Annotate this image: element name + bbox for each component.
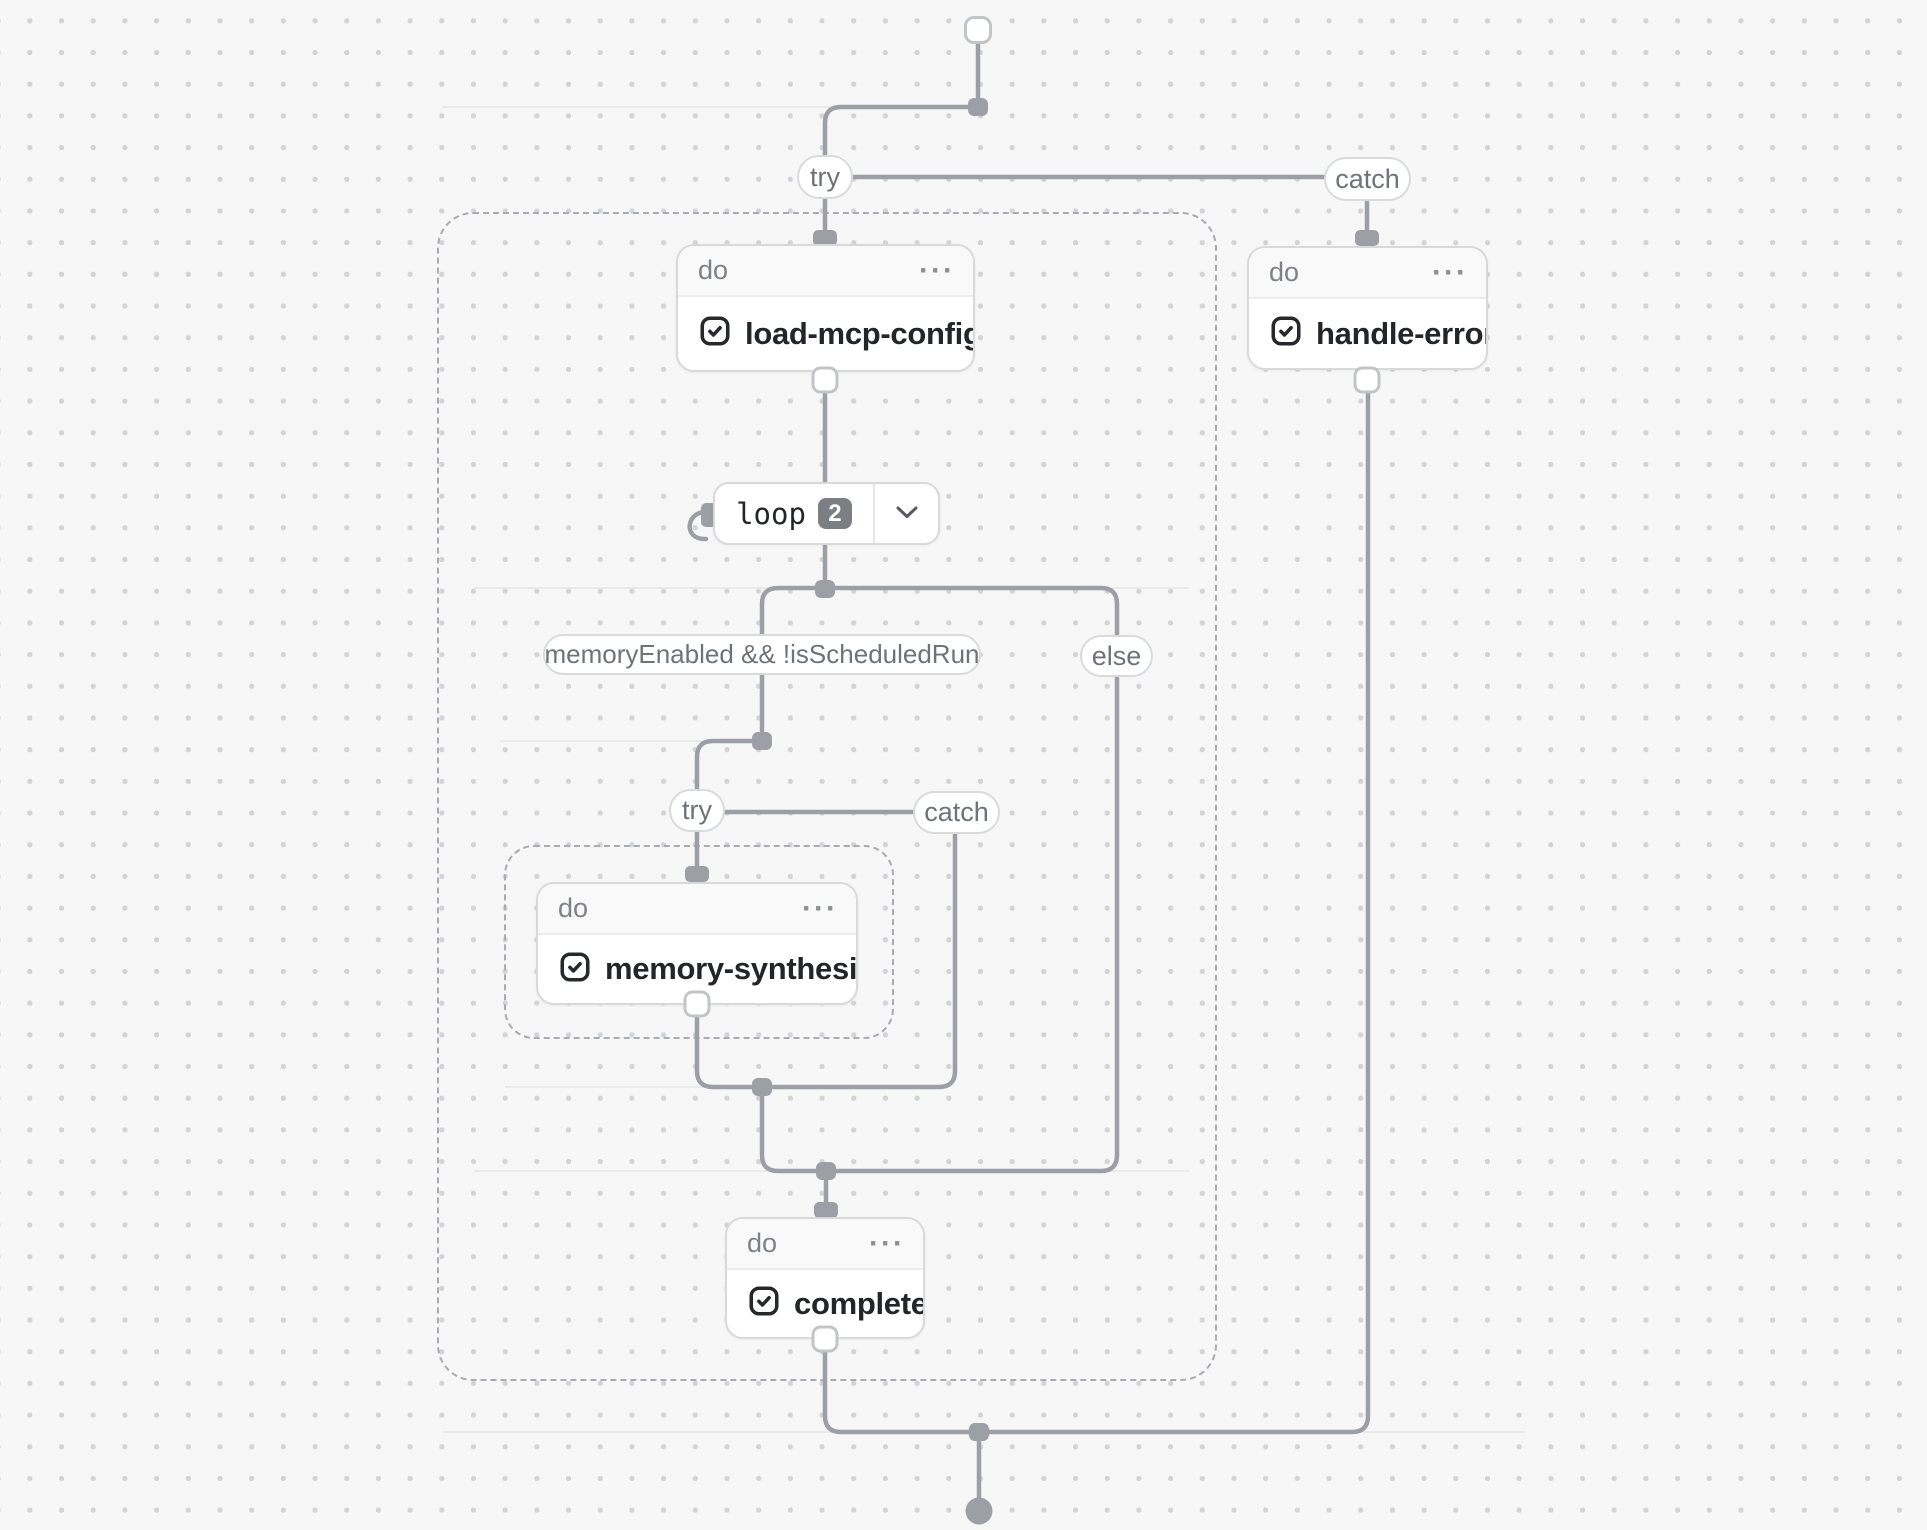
else-condition-label: else bbox=[1091, 640, 1142, 671]
more-options-icon[interactable]: ··· bbox=[802, 891, 838, 925]
loop-node[interactable]: loop 2 bbox=[713, 482, 940, 545]
step-node-complete[interactable]: do ··· complete bbox=[725, 1217, 925, 1339]
memory-output-port[interactable] bbox=[683, 990, 711, 1018]
if-condition-label: memoryEnabled && !isScheduledRun bbox=[544, 639, 980, 669]
step-type-label: do bbox=[1269, 257, 1300, 287]
step-type-label: do bbox=[558, 893, 589, 923]
complete-output-port[interactable] bbox=[811, 1325, 839, 1353]
more-options-icon[interactable]: ··· bbox=[869, 1226, 905, 1260]
step-header: do ··· bbox=[1249, 248, 1486, 299]
step-title: memory-synthesis bbox=[605, 951, 858, 986]
complete-input-tab bbox=[814, 1202, 838, 1218]
load-input-tab bbox=[813, 230, 837, 246]
junction-dots bbox=[752, 98, 989, 1441]
step-body: load-mcp-config bbox=[678, 297, 973, 370]
step-header: do ··· bbox=[678, 246, 973, 297]
edge-inner-catch-merge bbox=[763, 831, 958, 1090]
chevron-down-icon bbox=[895, 505, 919, 522]
junction-dot bbox=[816, 1162, 836, 1180]
edge-memory-merge bbox=[694, 1013, 761, 1090]
step-type-label: do bbox=[698, 255, 729, 285]
step-node-handle-error[interactable]: do ··· handle-error bbox=[1247, 246, 1488, 370]
edge-junction-to-try bbox=[822, 104, 981, 160]
loop-label: loop bbox=[736, 496, 806, 531]
edge-complete-to-join bbox=[822, 1347, 978, 1435]
inner-try-label: try bbox=[682, 795, 712, 825]
junction-dot bbox=[815, 580, 835, 598]
else-condition-pill: else bbox=[1080, 635, 1153, 677]
step-body: complete bbox=[727, 1270, 923, 1337]
step-check-icon bbox=[558, 950, 592, 989]
step-check-icon bbox=[1269, 314, 1303, 353]
step-check-icon bbox=[747, 1284, 781, 1323]
handle-error-input-tab bbox=[1355, 230, 1379, 246]
end-node[interactable] bbox=[965, 1497, 993, 1525]
edge-split-else-branch bbox=[822, 585, 1120, 1174]
outer-try-pill: try bbox=[797, 155, 853, 199]
edge-if-to-inner-try bbox=[694, 738, 765, 795]
step-header: do ··· bbox=[727, 1219, 923, 1270]
edge-handle-error-to-join bbox=[980, 378, 1371, 1435]
more-options-icon[interactable]: ··· bbox=[1432, 255, 1468, 289]
more-options-icon[interactable]: ··· bbox=[919, 253, 955, 287]
memory-input-tab bbox=[685, 866, 709, 882]
step-node-load-mcp-config[interactable]: do ··· load-mcp-config bbox=[676, 244, 975, 372]
step-check-icon bbox=[698, 314, 732, 353]
step-body: memory-synthesis bbox=[538, 935, 856, 1003]
outer-try-label: try bbox=[810, 161, 840, 192]
load-output-port[interactable] bbox=[811, 366, 839, 394]
step-type-label: do bbox=[747, 1228, 778, 1258]
step-body: handle-error bbox=[1249, 299, 1486, 368]
outer-catch-label: catch bbox=[1335, 163, 1400, 194]
step-title: handle-error bbox=[1316, 315, 1488, 351]
start-node[interactable] bbox=[964, 16, 992, 44]
inner-try-pill: try bbox=[669, 789, 725, 832]
handle-error-output-port[interactable] bbox=[1353, 366, 1381, 394]
junction-dot bbox=[969, 1423, 989, 1441]
edge-split-to-if bbox=[759, 585, 828, 744]
step-title: complete bbox=[794, 1285, 925, 1321]
junction-dot bbox=[752, 1078, 772, 1096]
loop-iteration-badge: 2 bbox=[817, 498, 852, 529]
if-condition-pill: memoryEnabled && !isScheduledRun bbox=[543, 634, 981, 675]
edge-merge1-to-merge2 bbox=[759, 1088, 825, 1174]
junction-dot bbox=[752, 732, 772, 750]
inner-catch-pill: catch bbox=[913, 791, 1000, 834]
junction-dot bbox=[968, 98, 988, 116]
outer-catch-pill: catch bbox=[1324, 157, 1411, 201]
input-tabs bbox=[685, 230, 1379, 1218]
step-header: do ··· bbox=[538, 884, 856, 935]
step-node-memory-synthesis[interactable]: do ··· memory-synthesis bbox=[536, 882, 858, 1005]
step-title: load-mcp-config bbox=[745, 315, 975, 351]
loop-expand-button[interactable] bbox=[875, 484, 938, 543]
inner-catch-label: catch bbox=[924, 797, 989, 827]
loop-main: loop 2 bbox=[715, 484, 875, 543]
